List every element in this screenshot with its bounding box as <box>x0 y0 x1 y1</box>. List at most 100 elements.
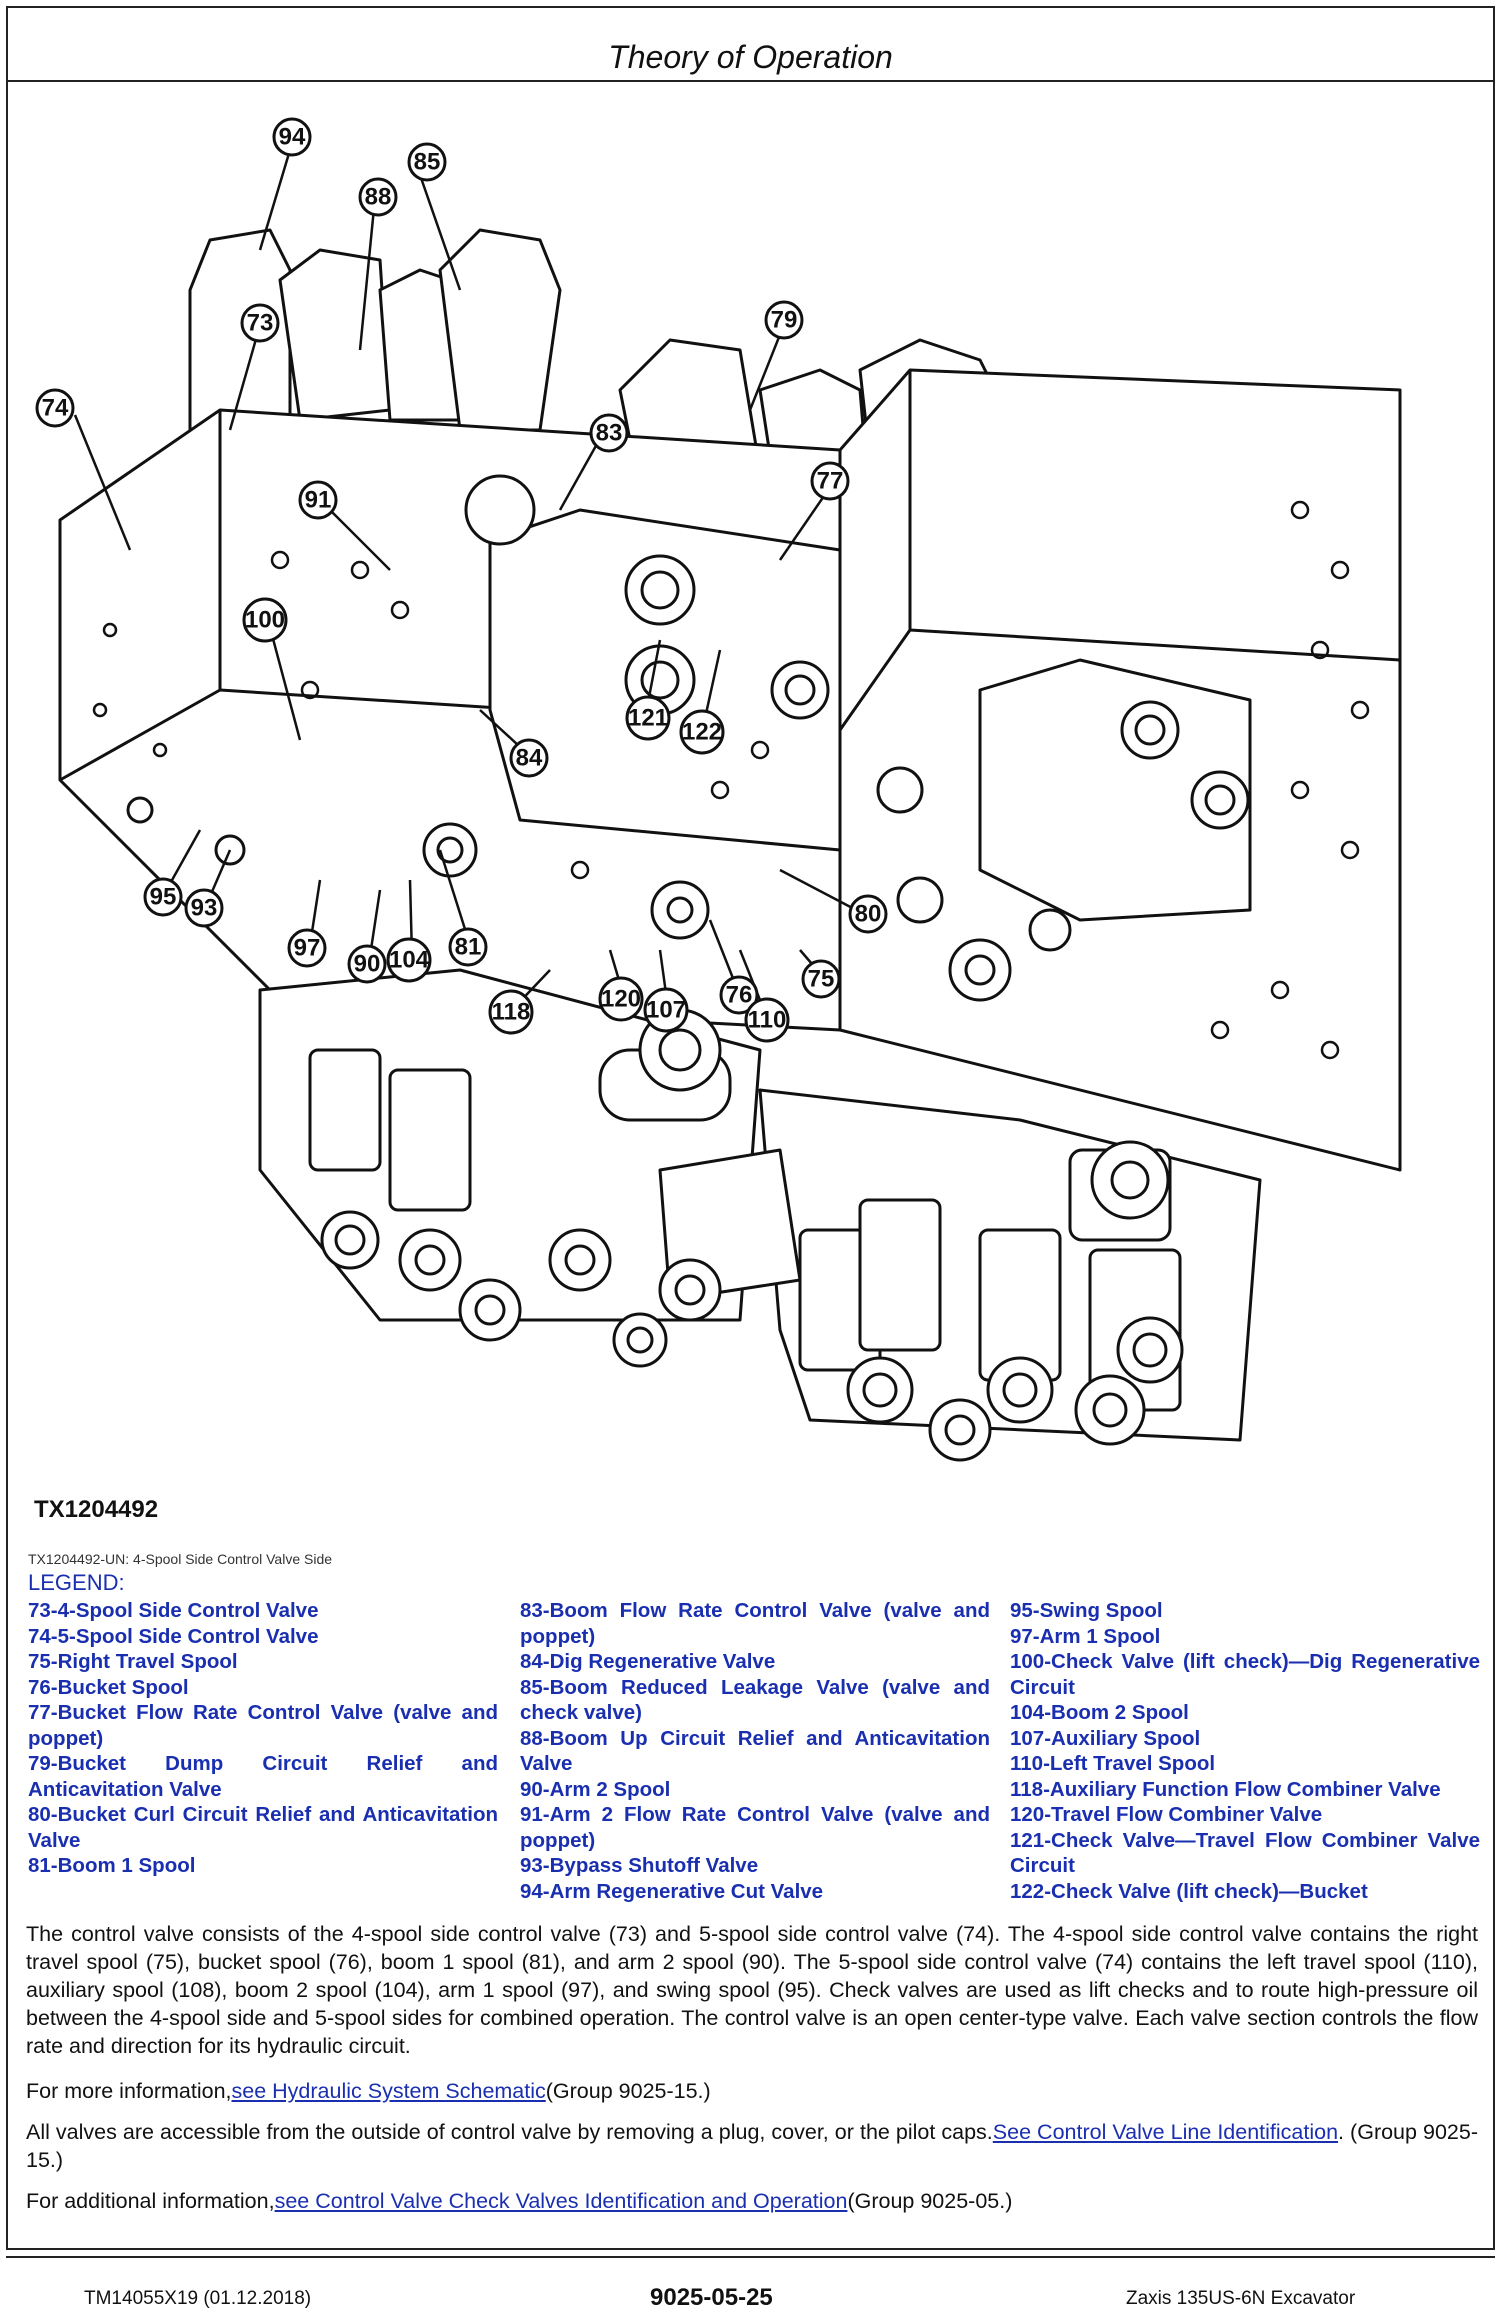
svg-text:84: 84 <box>516 745 543 772</box>
callout-88: 88 <box>358 177 398 217</box>
check-valves-link[interactable]: see Control Valve Check Valves Identific… <box>274 2189 848 2213</box>
svg-text:80: 80 <box>855 901 882 928</box>
svg-text:93: 93 <box>191 895 218 922</box>
hydraulic-schematic-link[interactable]: see Hydraulic System Schematic <box>231 2079 546 2103</box>
svg-text:110: 110 <box>748 1007 787 1034</box>
legend-item: 122-Check Valve (lift check)—Bucket <box>1010 1879 1368 1903</box>
more-info-prefix: For more information, <box>26 2079 232 2103</box>
svg-text:79: 79 <box>771 307 798 334</box>
svg-text:83: 83 <box>596 420 623 447</box>
legend-item: 95-Swing Spool <box>1010 1599 1163 1622</box>
legend-item: 118-Auxiliary Function Flow Combiner Val… <box>1010 1777 1441 1801</box>
legend-column-2: 83-Boom Flow Rate Control Valve (valve a… <box>520 1598 990 1904</box>
description-paragraph: The control valve consists of the 4-spoo… <box>26 1922 1478 2058</box>
header: Theory of Operation <box>6 6 1495 82</box>
footer-page-number: 9025-05-25 <box>650 2284 773 2311</box>
svg-text:94: 94 <box>279 124 306 151</box>
callout-94: 94 <box>272 117 312 157</box>
legend-item: 75-Right Travel Spool <box>28 1650 238 1673</box>
svg-text:97: 97 <box>294 935 321 962</box>
page-title: Theory of Operation <box>608 39 893 75</box>
svg-text:122: 122 <box>682 719 722 746</box>
legend-item: 97-Arm 1 Spool <box>1010 1624 1161 1648</box>
legend-item: 94-Arm Regenerative Cut Valve <box>520 1879 824 1903</box>
legend-item: 91-Arm 2 Flow Rate Control Valve (valve … <box>520 1803 990 1852</box>
legend-item: 79-Bucket Dump Circuit Relief and Antica… <box>28 1752 498 1801</box>
svg-text:85: 85 <box>414 149 441 176</box>
callout-90: 90 <box>347 944 387 984</box>
more-info-paragraph: For more information,see Hydraulic Syste… <box>26 2077 1478 2105</box>
svg-text:88: 88 <box>365 184 392 211</box>
callout-91: 91 <box>298 480 338 520</box>
svg-text:76: 76 <box>726 982 753 1009</box>
legend-column-1: 73-4-Spool Side Control Valve 74-5-Spool… <box>28 1598 498 1879</box>
svg-text:75: 75 <box>808 966 835 993</box>
svg-text:81: 81 <box>455 934 482 961</box>
access-suffix: . (Group 9025-15.) <box>26 2120 1479 2172</box>
callout-79: 79 <box>764 300 804 340</box>
legend-item: 110-Left Travel Spool <box>1010 1752 1216 1775</box>
more-info-suffix: (Group 9025-15.) <box>545 2079 711 2103</box>
callout-97: 97 <box>287 928 327 968</box>
legend-item: 80-Bucket Curl Circuit Relief and Antica… <box>28 1803 498 1852</box>
callout-93: 93 <box>184 888 224 928</box>
svg-text:95: 95 <box>150 884 177 911</box>
legend-item: 104-Boom 2 Spool <box>1010 1701 1189 1724</box>
svg-text:100: 100 <box>245 607 285 634</box>
callout-121: 121 <box>625 695 671 741</box>
svg-text:120: 120 <box>601 986 641 1013</box>
callout-107: 107 <box>643 987 689 1033</box>
svg-text:104: 104 <box>389 947 430 974</box>
callout-104: 104 <box>386 937 432 983</box>
callout-110: 110 <box>744 997 790 1043</box>
callout-100: 100 <box>242 597 288 643</box>
legend-item: 100-Check Valve (lift check)—Dig Regener… <box>1010 1650 1480 1699</box>
callout-118: 118 <box>488 989 534 1035</box>
figure-caption: TX1204492-UN: 4-Spool Side Control Valve… <box>28 1551 333 1567</box>
svg-text:74: 74 <box>42 395 69 422</box>
additional-info-paragraph: For additional information,see Control V… <box>26 2187 1478 2215</box>
legend-item: 77-Bucket Flow Rate Control Valve (valve… <box>28 1701 498 1750</box>
legend-item: 74-5-Spool Side Control Valve <box>28 1624 319 1648</box>
callout-122: 122 <box>679 709 725 755</box>
svg-text:107: 107 <box>646 997 686 1024</box>
access-paragraph: All valves are accessible from the outsi… <box>26 2118 1478 2174</box>
line-identification-link[interactable]: See Control Valve Line Identification <box>992 2120 1339 2144</box>
legend-column-3: 95-Swing Spool 97-Arm 1 Spool 100-Check … <box>1010 1598 1480 1904</box>
svg-text:91: 91 <box>305 487 332 514</box>
callout-120: 120 <box>598 976 644 1022</box>
footer-divider <box>6 2256 1495 2258</box>
callout-80: 80 <box>848 894 888 934</box>
svg-text:77: 77 <box>817 468 844 495</box>
legend-item: 83-Boom Flow Rate Control Valve (valve a… <box>520 1599 990 1648</box>
callout-85: 85 <box>407 142 447 182</box>
callout-74: 74 <box>35 388 75 428</box>
footer-model: Zaxis 135US-6N Excavator <box>1126 2288 1356 2309</box>
figure-id-label: TX1204492 <box>34 1496 159 1523</box>
additional-info-prefix: For additional information, <box>26 2189 275 2213</box>
page-frame <box>6 6 1495 2250</box>
svg-text:90: 90 <box>354 951 381 978</box>
legend-item: 107-Auxiliary Spool <box>1010 1726 1201 1750</box>
callout-81: 81 <box>448 927 488 967</box>
svg-text:121: 121 <box>628 705 668 732</box>
access-prefix: All valves are accessible from the outsi… <box>26 2120 993 2144</box>
svg-text:118: 118 <box>492 999 531 1026</box>
callout-95: 95 <box>143 877 183 917</box>
callout-83: 83 <box>589 413 629 453</box>
callout-77: 77 <box>810 461 850 501</box>
legend-item: 76-Bucket Spool <box>28 1675 189 1699</box>
control-valve-illustration: 94 85 88 73 79 74 83 91 77 100 121 122 8… <box>35 117 1402 1462</box>
legend-item: 88-Boom Up Circuit Relief and Anticavita… <box>520 1726 990 1776</box>
callout-84: 84 <box>509 738 549 778</box>
legend-item: 121-Check Valve—Travel Flow Combiner Val… <box>1010 1828 1480 1878</box>
legend-item: 73-4-Spool Side Control Valve <box>28 1599 319 1622</box>
callout-76: 76 <box>719 975 759 1015</box>
legend-item: 120-Travel Flow Combiner Valve <box>1010 1803 1323 1826</box>
callout-73: 73 <box>240 303 280 343</box>
additional-info-suffix: (Group 9025-05.) <box>847 2189 1013 2213</box>
legend-item: 90-Arm 2 Spool <box>520 1777 671 1801</box>
legend-item: 84-Dig Regenerative Valve <box>520 1650 776 1673</box>
legend-item: 93-Bypass Shutoff Valve <box>520 1854 759 1877</box>
svg-text:73: 73 <box>247 310 274 337</box>
